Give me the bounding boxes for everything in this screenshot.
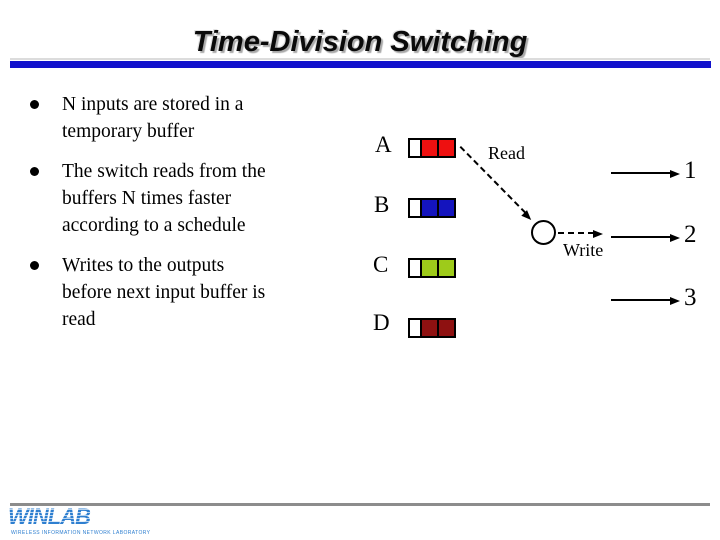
buffer-track <box>408 138 422 158</box>
bullet-text: Writes to the outputs <box>62 255 225 276</box>
buffer-track <box>408 198 422 218</box>
input-label-b: B <box>374 192 390 217</box>
buffer-a <box>408 138 456 158</box>
output-label-2: 2 <box>684 221 697 248</box>
input-label-c: C <box>373 252 389 277</box>
output-label-3: 3 <box>684 284 697 311</box>
bullet-text: read <box>62 309 96 330</box>
bullet-list: N inputs are stored in a temporary buffe… <box>28 91 348 346</box>
buffer-d <box>408 318 456 338</box>
footer-divider <box>10 503 710 506</box>
winlab-logo: WINLAB <box>8 504 91 529</box>
bullet-text: temporary buffer <box>62 121 195 142</box>
buffer-c <box>408 258 456 278</box>
buffer-track <box>408 318 422 338</box>
bullet-text: The switch reads from the <box>62 161 266 182</box>
output-arrow-2 <box>611 234 680 242</box>
switch-circle <box>531 220 556 245</box>
buffer-cell <box>437 138 456 158</box>
buffer-b <box>408 198 456 218</box>
bullet-icon <box>30 100 39 109</box>
output-label-1: 1 <box>684 157 697 184</box>
list-item: The switch reads from the buffers N time… <box>28 158 348 239</box>
write-label: Write <box>563 240 604 260</box>
input-label-d: D <box>373 310 390 335</box>
buffer-cell <box>437 258 456 278</box>
buffer-cell <box>437 318 456 338</box>
bullet-icon <box>30 167 39 176</box>
output-arrow-1 <box>611 170 680 178</box>
bullet-text: N inputs are stored in a <box>62 94 244 115</box>
logo-caption: WIRELESS INFORMATION NETWORK LABORATORY <box>11 530 151 536</box>
input-label-a: A <box>375 132 392 157</box>
bullet-icon <box>30 261 39 270</box>
bullet-text: before next input buffer is <box>62 282 266 303</box>
bullet-text: buffers N times faster <box>62 188 232 209</box>
bullet-text: according to a schedule <box>62 215 246 236</box>
output-arrow-3 <box>611 297 680 305</box>
buffer-cell <box>437 198 456 218</box>
title-rule-shadow <box>10 58 710 60</box>
list-item: N inputs are stored in a temporary buffe… <box>28 91 348 145</box>
buffer-track <box>408 258 422 278</box>
page-title: Time-Division Switching <box>192 26 528 58</box>
write-arrow <box>558 230 603 238</box>
title-rule <box>10 61 711 68</box>
list-item: Writes to the outputs before next input … <box>28 252 348 333</box>
read-label: Read <box>488 143 525 163</box>
